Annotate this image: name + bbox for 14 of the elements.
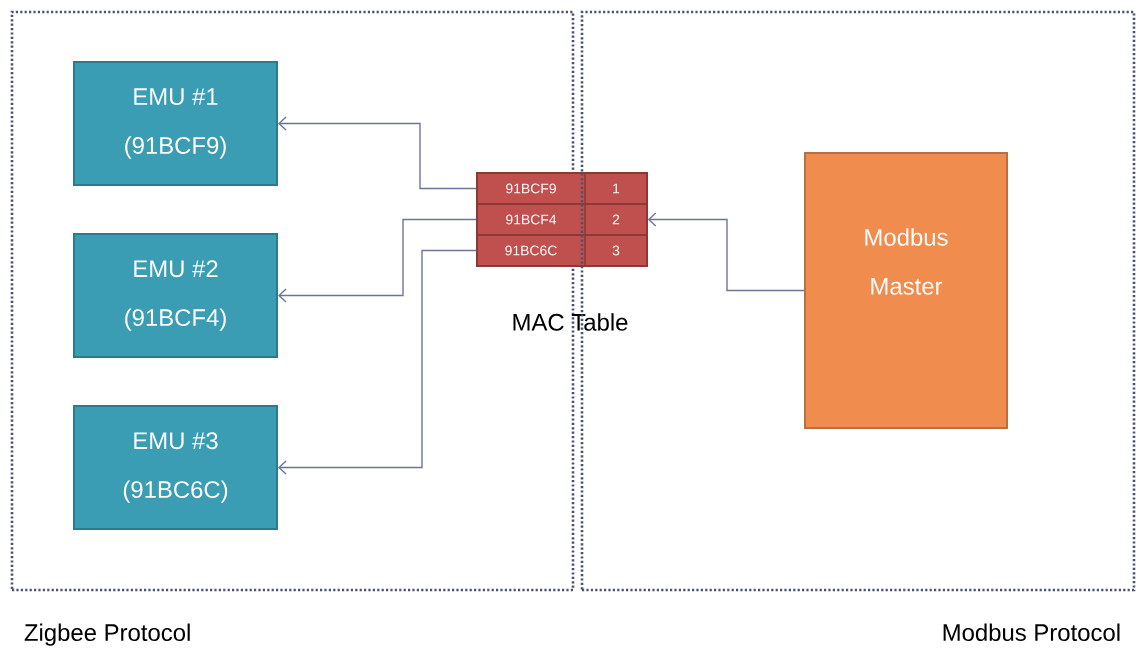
arrow bbox=[278, 249, 477, 475]
node-label: Modbus Protocol bbox=[943, 623, 1120, 642]
device-box: EMU #2 (91BCF4) bbox=[73, 233, 278, 358]
table-row: 91BC6C 3 bbox=[476, 234, 648, 267]
node-label: MAC Table bbox=[513, 313, 628, 331]
arrow bbox=[278, 218, 477, 303]
device-box: EMU #3 (91BC6C) bbox=[73, 405, 278, 530]
arrow bbox=[278, 116, 477, 190]
table-row: 91BCF9 1 bbox=[476, 172, 648, 205]
device-box: EMU #1 (91BCF9) bbox=[73, 61, 278, 186]
master-box: Modbus Master bbox=[804, 152, 1008, 429]
arrow bbox=[647, 212, 805, 292]
table-row: 91BCF4 2 bbox=[476, 203, 648, 236]
node-label: Zigbee Protocol bbox=[24, 623, 190, 646]
